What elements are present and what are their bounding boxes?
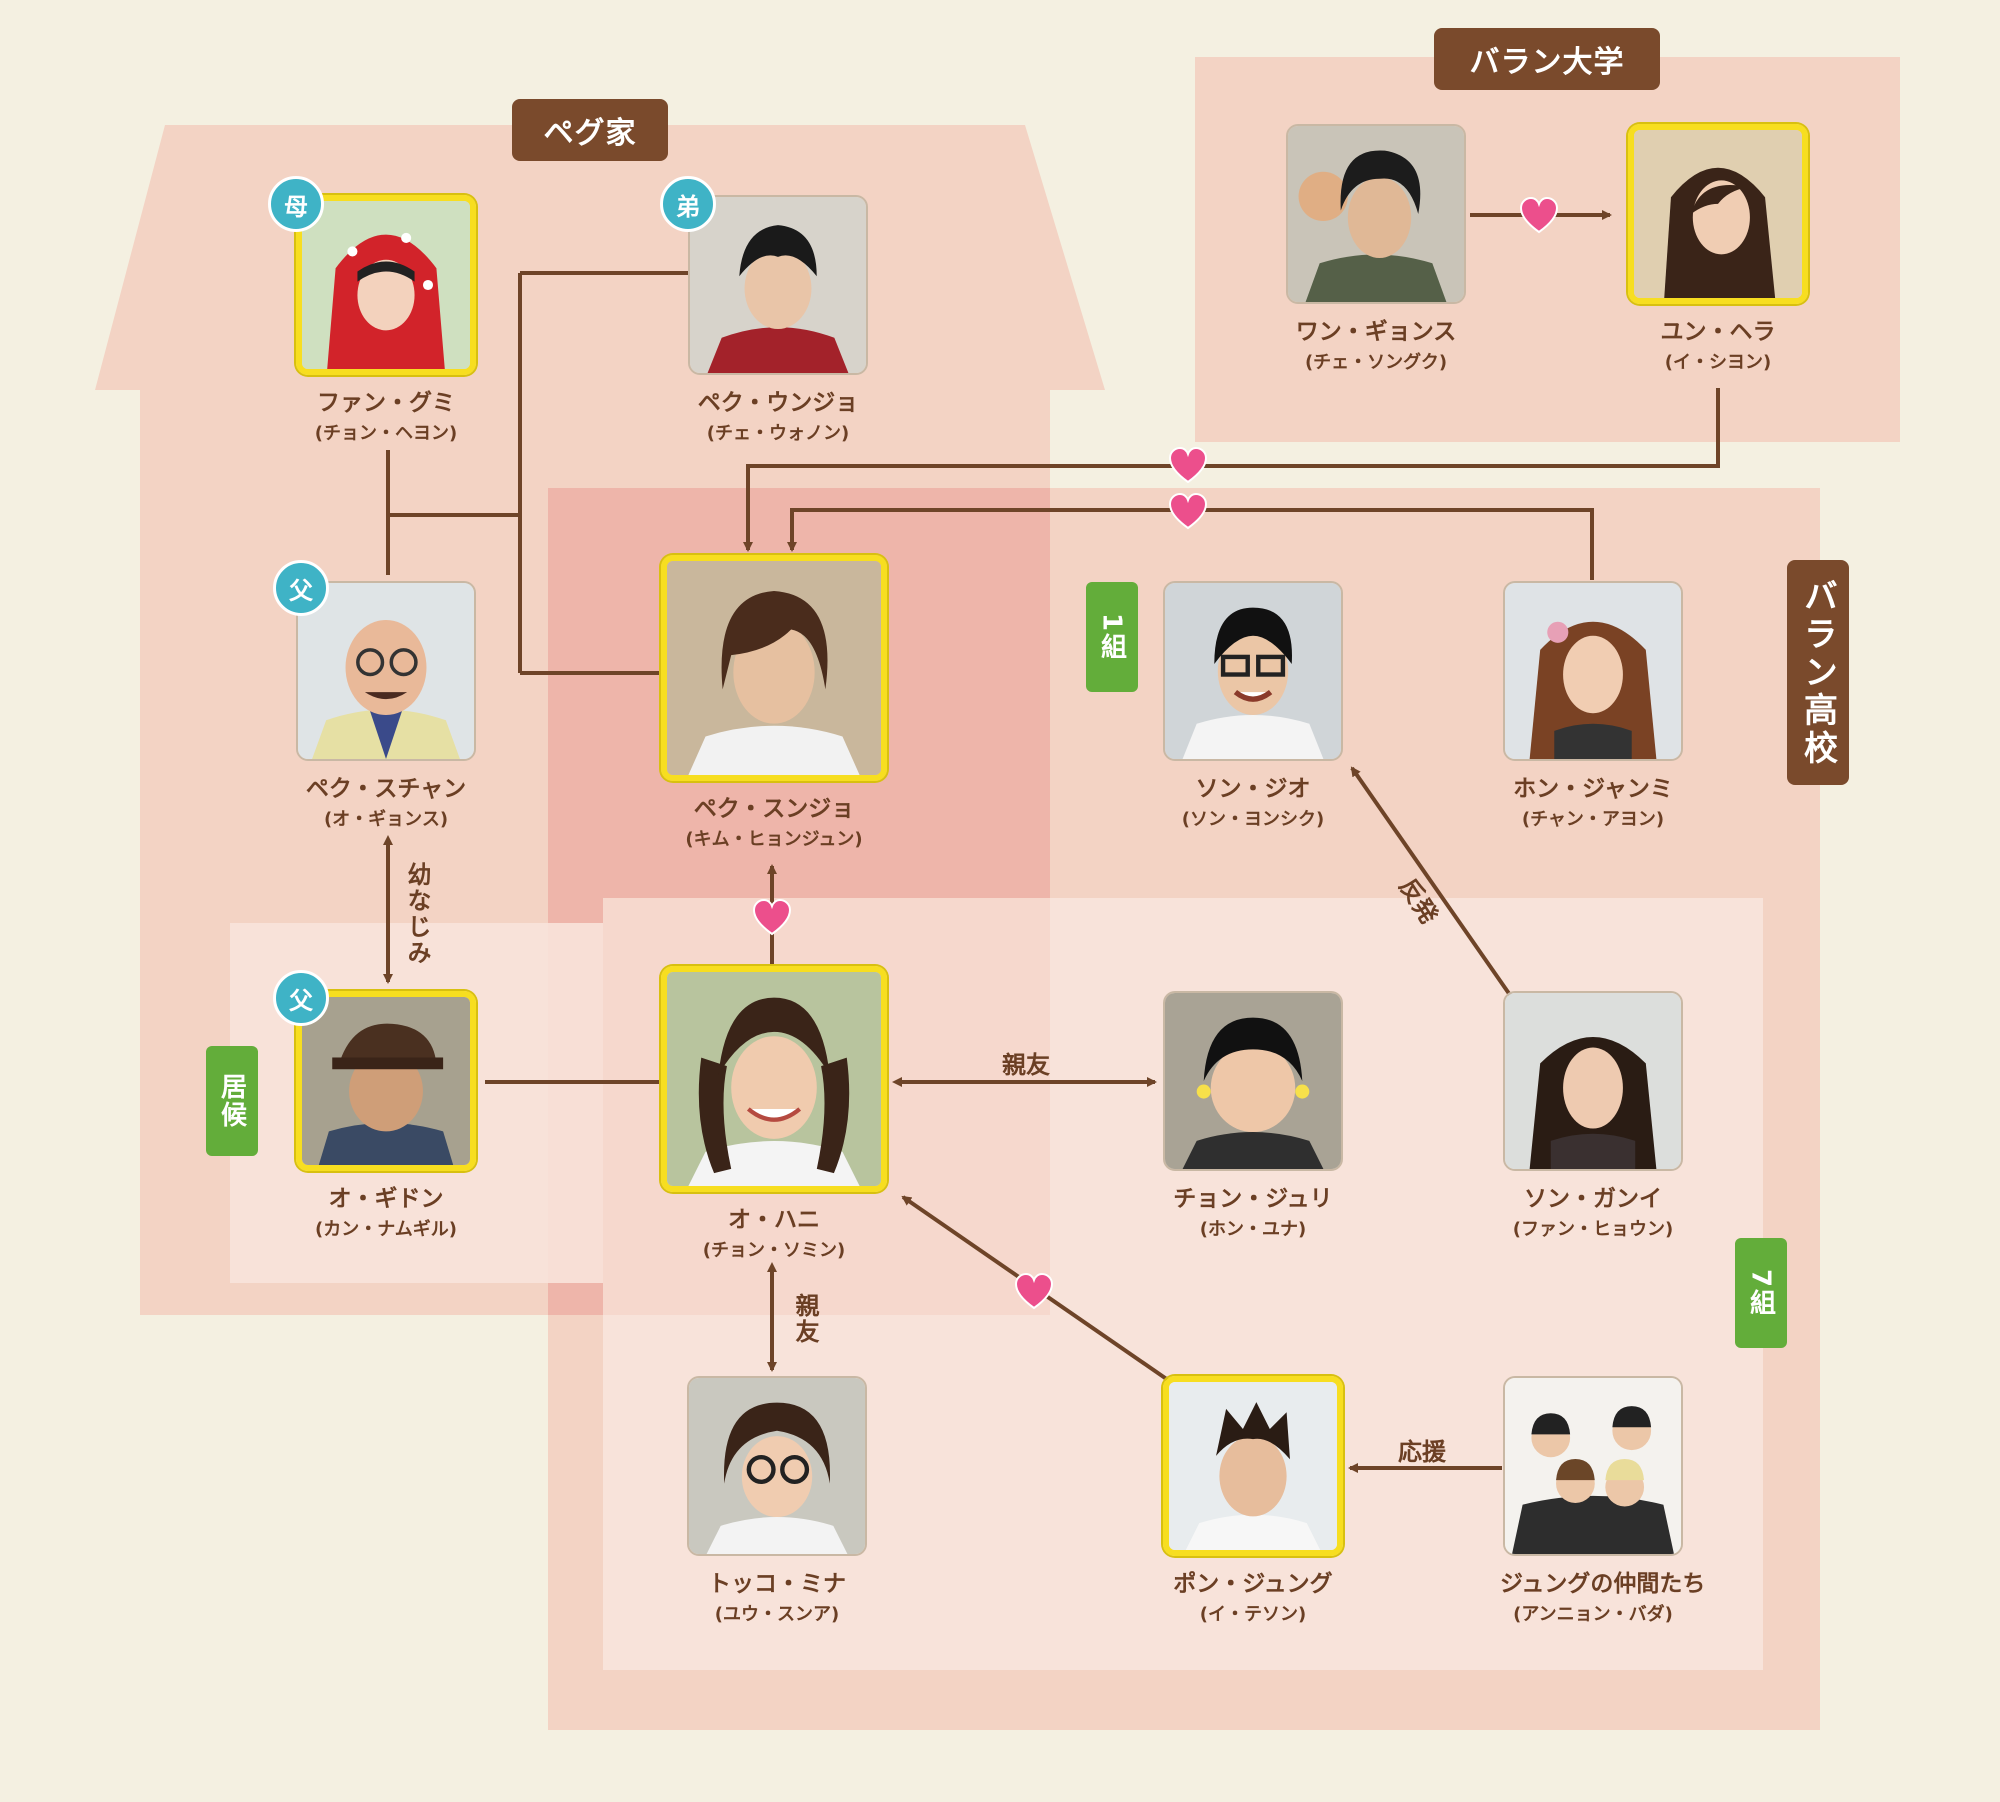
character-card-baek-suchang[interactable]: ペク・スチャン (オ・ギョンス) [293, 581, 479, 831]
portrait-photo [661, 966, 887, 1192]
portrait-photo [1163, 1376, 1343, 1556]
portrait-photo [1286, 124, 1466, 304]
heart-icon [752, 898, 792, 936]
father-badge: 父 [273, 560, 329, 616]
mother-badge: 母 [268, 176, 324, 232]
portrait-photo [1628, 124, 1808, 304]
character-name: トッコ・ミナ [708, 1571, 846, 1597]
woman-portrait-icon [1634, 130, 1802, 298]
character-name: オ・ハニ [728, 1207, 820, 1233]
lodger-tag: 居候 [206, 1046, 258, 1156]
actor-name: (オ・ギョンス) [323, 809, 449, 830]
man-glasses-portrait-icon [1165, 583, 1341, 759]
actor-name: (イ・テソン) [1199, 1604, 1307, 1625]
character-name: ジュングの仲間たち [1500, 1571, 1706, 1597]
character-name: ワン・ギョンス [1295, 319, 1457, 345]
actor-name: (チェ・ウォノン) [706, 423, 850, 444]
father-badge: 父 [273, 970, 329, 1026]
actor-name: (アンニョン・バダ) [1513, 1604, 1673, 1625]
young-man-portrait-icon [1169, 1382, 1337, 1550]
actor-name: (ソン・ヨンシク) [1181, 809, 1325, 830]
class7-tag: 7組 [1735, 1238, 1787, 1348]
highschool-zone-label: バラン高校 [1787, 560, 1849, 785]
portrait-photo [1163, 581, 1343, 761]
actor-name: (チョン・ヘヨン) [314, 423, 458, 444]
girl-pigtails-portrait-icon [667, 972, 881, 1186]
actor-name: (キム・ヒョンジュン) [685, 829, 863, 850]
actor-name: (イ・シヨン) [1664, 352, 1772, 373]
character-card-hwang-gumi[interactable]: ファン・グミ (チョン・ヘヨン) [293, 195, 479, 445]
actor-name: (チョン・ソミン) [702, 1240, 846, 1261]
girl-glasses-portrait-icon [689, 1378, 865, 1554]
character-name: チョン・ジュリ [1173, 1186, 1333, 1212]
portrait-photo [661, 555, 887, 781]
character-card-jeong-juri[interactable]: チョン・ジュリ (ホン・ユナ) [1160, 991, 1346, 1241]
man-cap-portrait-icon [302, 997, 470, 1165]
character-card-baek-seungjo[interactable]: ペク・スンジョ (キム・ヒョンジュン) [658, 555, 890, 851]
portrait-photo [1503, 991, 1683, 1171]
best-friend-label-2: 親友 [791, 1293, 819, 1345]
university-zone-label: バラン大学 [1434, 28, 1660, 90]
portrait-photo [296, 991, 476, 1171]
character-name: オ・ギドン [328, 1186, 444, 1212]
character-name: ソン・ジオ [1195, 776, 1311, 802]
man-portrait-icon [298, 583, 474, 759]
family-zone-label: ペグ家 [512, 99, 668, 161]
rebellion-label: 反発 [1393, 873, 1444, 929]
girl-portrait-icon [1165, 993, 1341, 1169]
portrait-photo [688, 195, 868, 375]
character-name: ペク・スチャン [305, 776, 467, 802]
childhood-friends-label: 幼なじみ [403, 862, 431, 966]
heart-icon [1014, 1272, 1054, 1310]
character-card-oh-gidong[interactable]: オ・ギドン (カン・ナムギル) [293, 991, 479, 1241]
woman-portrait-icon [1505, 993, 1681, 1169]
group-portrait-icon [1505, 1378, 1681, 1554]
actor-name: (カン・ナムギル) [315, 1219, 457, 1240]
character-card-oh-hani[interactable]: オ・ハニ (チョン・ソミン) [658, 966, 890, 1262]
character-name: ファン・グミ [317, 390, 455, 416]
portrait-photo [1503, 581, 1683, 761]
ganyi-to-jio-arrow [1350, 766, 1512, 997]
character-card-dokgo-mina[interactable]: トッコ・ミナ (ユウ・スンア) [684, 1376, 870, 1626]
character-card-joonggu-friends[interactable]: ジュングの仲間たち (アンニョン・バダ) [1500, 1376, 1706, 1626]
character-card-baek-eunjo[interactable]: ペク・ウンジョ (チェ・ウォノン) [685, 195, 871, 445]
portrait-photo [296, 195, 476, 375]
character-card-bong-joonggu[interactable]: ポン・ジュング (イ・テソン) [1160, 1376, 1346, 1626]
portrait-photo [1503, 1376, 1683, 1556]
character-card-song-jio[interactable]: ソン・ジオ (ソン・ヨンシク) [1160, 581, 1346, 831]
character-card-yun-hera[interactable]: ユン・ヘラ (イ・シヨン) [1625, 124, 1811, 374]
character-name: ホン・ジャンミ [1513, 776, 1673, 802]
heart-icon [1519, 196, 1559, 234]
class1-tag: 1組 [1086, 582, 1138, 692]
younger-brother-badge: 弟 [660, 176, 716, 232]
portrait-photo [296, 581, 476, 761]
actor-name: (チャン・アヨン) [1521, 809, 1665, 830]
best-friend-label: 親友 [1002, 1051, 1050, 1079]
heart-icon [1168, 492, 1208, 530]
portrait-photo [1163, 991, 1343, 1171]
young-man-portrait-icon [667, 561, 881, 775]
character-card-wang-gyeongsu[interactable]: ワン・ギョンス (チェ・ソングク) [1283, 124, 1469, 374]
character-name: ペク・スンジョ [693, 796, 855, 822]
woman-portrait-icon [1505, 583, 1681, 759]
portrait-photo [687, 1376, 867, 1556]
actor-name: (ホン・ユナ) [1199, 1219, 1307, 1240]
actor-name: (ファン・ヒョウン) [1512, 1219, 1674, 1240]
character-name: ペク・ウンジョ [697, 390, 859, 416]
actor-name: (チェ・ソングク) [1304, 352, 1448, 373]
character-card-song-ganyi[interactable]: ソン・ガンイ (ファン・ヒョウン) [1500, 991, 1686, 1241]
hera-to-seungjo-arrow [743, 388, 1720, 552]
heart-icon [1168, 446, 1208, 484]
support-label: 応援 [1398, 1438, 1446, 1466]
character-name: ソン・ガンイ [1524, 1186, 1662, 1212]
character-card-hong-jangmi[interactable]: ホン・ジャンミ (チャン・アヨン) [1500, 581, 1686, 831]
character-name: ユン・ヘラ [1660, 319, 1776, 345]
boy-portrait-icon [690, 197, 866, 373]
character-name: ポン・ジュング [1173, 1571, 1333, 1597]
man-portrait-icon [1288, 126, 1464, 302]
actor-name: (ユウ・スンア) [714, 1604, 840, 1625]
woman-portrait-icon [302, 201, 470, 369]
